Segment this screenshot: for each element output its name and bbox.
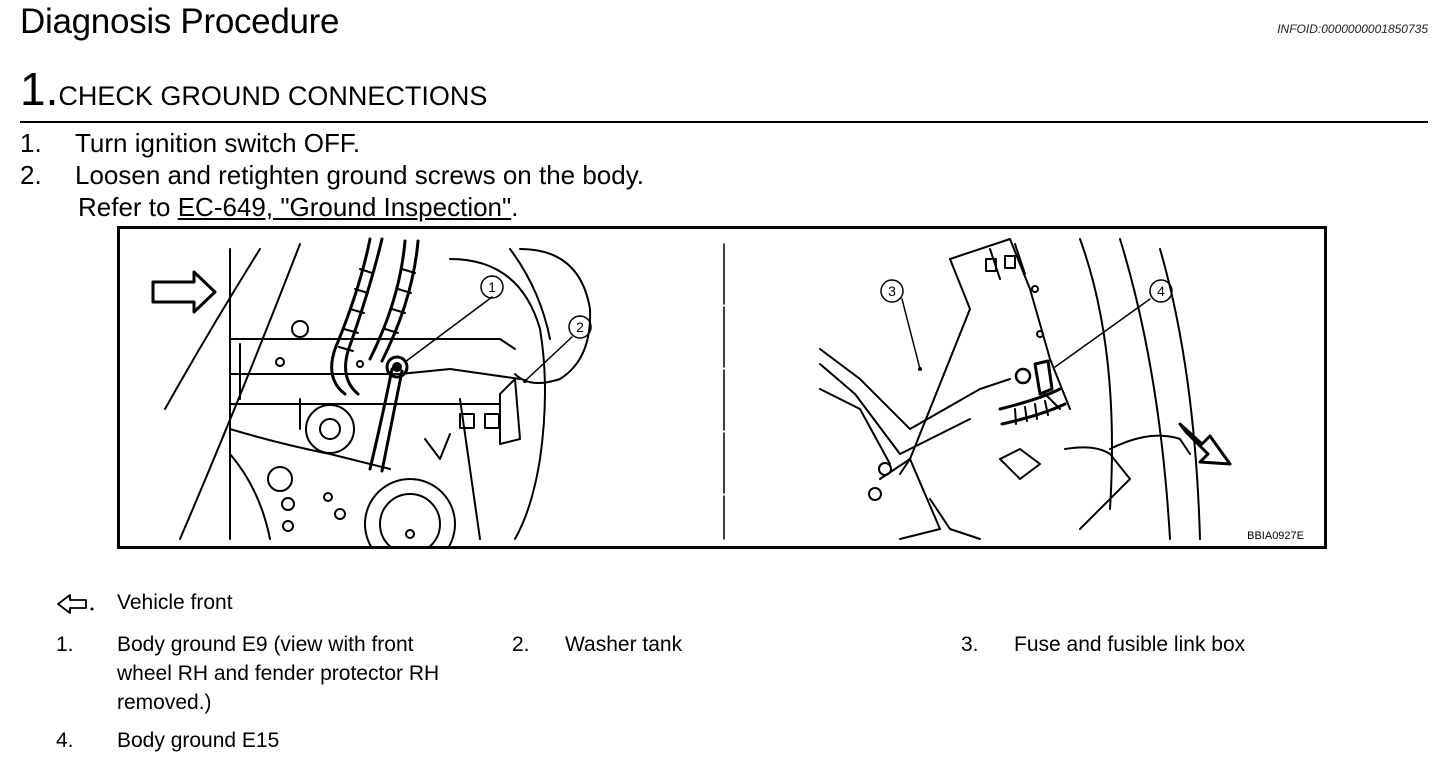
callout-3-label: 3 (888, 283, 896, 299)
info-id: INFOID:0000000001850735 (1277, 22, 1428, 36)
legend-front-label: Vehicle front (117, 591, 233, 614)
legend-text-line: removed.) (117, 691, 212, 714)
instruction-number: 1. (20, 128, 42, 158)
figure-frame: 1 2 (117, 226, 1327, 549)
heading-divider (20, 121, 1428, 123)
legend-number: 1. (56, 633, 74, 656)
callout-4-label: 4 (1157, 283, 1165, 299)
reference-line: Refer to EC-649, "Ground Inspection". (78, 192, 518, 223)
vehicle-front-arrow-right (1178, 422, 1232, 466)
legend-text-line: Body ground E15 (117, 729, 280, 752)
instruction-1: 1. Turn ignition switch OFF. (20, 128, 820, 159)
callout-4: 4 (1149, 279, 1173, 303)
callout-3: 3 (880, 279, 904, 303)
legend-text-line: Body ground E9 (view with front (117, 633, 414, 656)
reference-suffix: . (511, 192, 519, 222)
callout-1: 1 (480, 275, 504, 299)
instruction-text: Loosen and retighten ground screws on th… (75, 160, 645, 190)
instruction-text: Turn ignition switch OFF. (75, 128, 361, 158)
step-heading: 1.CHECK GROUND CONNECTIONS (20, 62, 487, 116)
vehicle-front-arrow-icon (57, 594, 94, 614)
legend-item-2: 2. Washer tank (512, 630, 812, 660)
reference-prefix: Refer to (78, 192, 178, 222)
left-panel: 1 2 (151, 237, 592, 546)
legend-text-line: wheel RH and fender protector RH (117, 662, 440, 685)
page-title: Diagnosis Procedure (20, 2, 340, 41)
legend-number: 3. (961, 633, 979, 656)
legend-text-line: Washer tank (565, 633, 683, 656)
reference-link[interactable]: EC-649, "Ground Inspection" (177, 192, 512, 222)
legend-number: 4. (56, 729, 74, 752)
legend-text-line: Fuse and fusible link box (1014, 633, 1246, 656)
right-panel: 3 4 (819, 238, 1232, 540)
instruction-number: 2. (20, 160, 42, 190)
instruction-2: 2. Loosen and retighten ground screws on… (20, 160, 820, 191)
legend-number: 2. (512, 633, 530, 656)
figure-illustration: 1 2 (151, 237, 1232, 546)
step-title: CHECK GROUND CONNECTIONS (58, 81, 488, 111)
step-number: 1. (20, 63, 59, 115)
vehicle-front-arrow (151, 270, 217, 314)
figure-code: BBIA0927E (1247, 530, 1304, 542)
callout-2: 2 (568, 315, 592, 339)
legend-item-1: 1. Body ground E9 (view with front wheel… (56, 630, 496, 720)
callout-1-label: 1 (488, 279, 496, 295)
callout-2-label: 2 (576, 319, 584, 335)
legend-item-4: 4. Body ground E15 (56, 726, 456, 756)
legend-item-3: 3. Fuse and fusible link box (961, 630, 1361, 660)
